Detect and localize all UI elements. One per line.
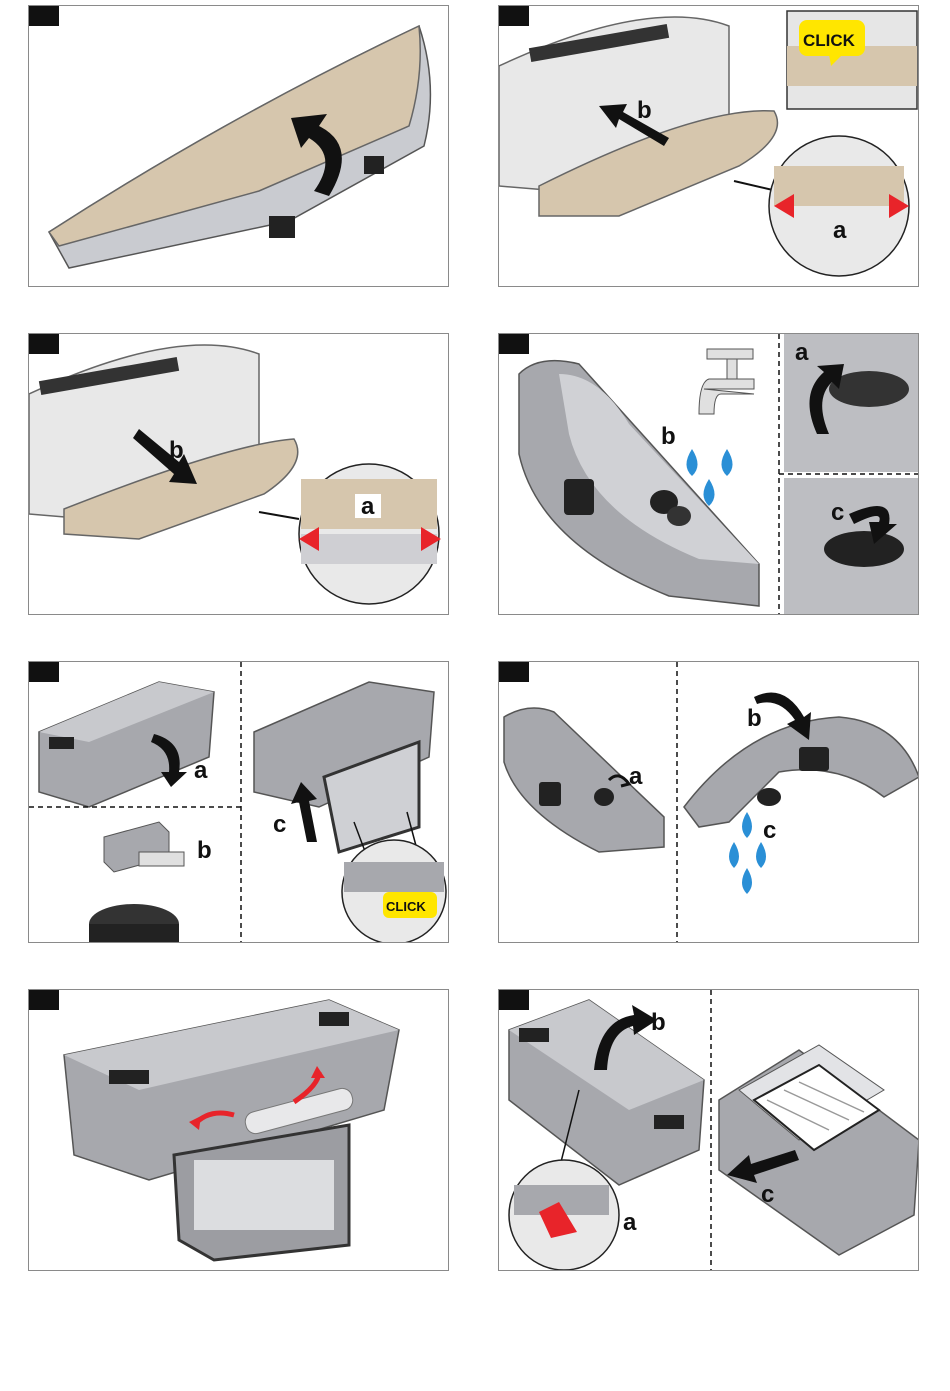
label-a: a bbox=[629, 763, 643, 790]
step-panel-6: a b c bbox=[498, 661, 919, 943]
step-panel-1 bbox=[28, 5, 449, 287]
water-drop-icon bbox=[742, 812, 752, 838]
label-b: b bbox=[651, 1009, 666, 1036]
label-b: b bbox=[197, 837, 212, 864]
tap-icon bbox=[699, 349, 754, 414]
water-tank-fill-illustration: b a c bbox=[499, 334, 919, 615]
label-c: c bbox=[761, 1181, 774, 1208]
label-b: b bbox=[661, 423, 676, 450]
dust-box-brush-clean-illustration bbox=[29, 990, 449, 1271]
step-panel-8: b a c bbox=[498, 989, 919, 1271]
label-a: a bbox=[795, 339, 809, 366]
label-c: c bbox=[273, 811, 286, 838]
step-panel-3: b a bbox=[28, 333, 449, 615]
label-b: b bbox=[747, 705, 762, 732]
step-panel-4: b a c bbox=[498, 333, 919, 615]
label-a: a bbox=[194, 757, 208, 784]
label-c: c bbox=[763, 817, 776, 844]
label-a: a bbox=[623, 1209, 637, 1236]
robot-mop-attach-illustration: b CLICK a bbox=[499, 6, 919, 287]
label-b: b bbox=[169, 437, 184, 464]
mop-plate-illustration bbox=[29, 6, 449, 287]
water-drop-icon bbox=[742, 868, 752, 894]
step-panel-7 bbox=[28, 989, 449, 1271]
water-drop-icon bbox=[729, 842, 739, 868]
dust-box-filter-remove-illustration: b a c bbox=[499, 990, 919, 1271]
label-a: a bbox=[833, 217, 847, 244]
label-c: c bbox=[831, 499, 844, 526]
svg-text:CLICK: CLICK bbox=[386, 899, 426, 914]
water-tank-empty-illustration: a b c bbox=[499, 662, 919, 943]
water-drop-icon bbox=[704, 479, 715, 506]
step-panel-5: a b c CLICK bbox=[28, 661, 449, 943]
water-drop-icon bbox=[722, 449, 733, 476]
water-drop-icon bbox=[756, 842, 766, 868]
water-drop-icon bbox=[687, 449, 698, 476]
robot-mop-detach-illustration: b a bbox=[29, 334, 449, 615]
label-a: a bbox=[361, 493, 375, 520]
svg-text:CLICK: CLICK bbox=[803, 31, 856, 50]
dust-box-empty-illustration: a b c CLICK bbox=[29, 662, 449, 943]
click-bubble-icon: CLICK bbox=[383, 892, 437, 918]
label-b: b bbox=[637, 97, 652, 124]
step-panel-2: b CLICK a bbox=[498, 5, 919, 287]
